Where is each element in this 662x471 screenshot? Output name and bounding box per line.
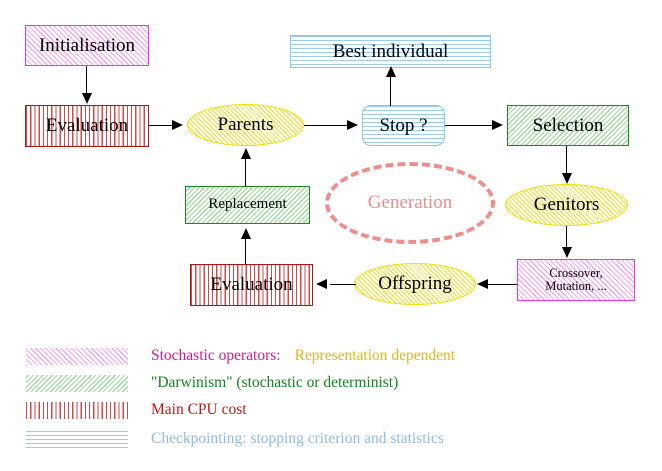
edge-evaluation-to-parents xyxy=(149,125,177,127)
legend-label-checkpointing: Checkpointing: stopping criterion and st… xyxy=(151,430,444,447)
legend-label-darwinism: "Darwinism" (stochastic or determinist) xyxy=(151,374,399,391)
legend-swatch-red-vertical xyxy=(26,401,128,419)
node-stop-label: Stop ? xyxy=(379,114,428,136)
legend-swatch-green-hatch xyxy=(26,374,128,392)
edge-parents-to-stop xyxy=(304,125,352,127)
edge-initialisation-to-evaluation-arrowhead xyxy=(82,93,92,104)
edge-stop-to-selection xyxy=(445,125,497,127)
node-crossover-mutation[interactable]: Crossover, Mutation, ... xyxy=(517,259,635,301)
edge-replacement-to-parents xyxy=(245,158,247,187)
legend-swatch-blue-horizontal xyxy=(26,430,128,448)
node-genitors-label: Genitors xyxy=(533,194,600,216)
node-genitors[interactable]: Genitors xyxy=(505,184,628,226)
legend-row-cpu-cost: Main CPU cost xyxy=(26,399,247,421)
node-offspring-label: Offspring xyxy=(378,273,452,295)
edge-evaluation-to-replacement xyxy=(245,237,247,265)
edge-crossover-to-offspring xyxy=(487,284,517,286)
edge-parents-to-stop-arrowhead xyxy=(347,120,358,130)
node-evaluation-bottom[interactable]: Evaluation xyxy=(190,264,313,306)
legend-label-representation-dependent: Representation dependent xyxy=(294,347,456,364)
node-crossover-mutation-label-line1: Crossover, xyxy=(549,265,603,280)
edge-stop-to-best xyxy=(390,73,392,106)
edge-stop-to-selection-arrowhead xyxy=(492,120,503,130)
node-best-individual[interactable]: Best individual xyxy=(290,35,491,68)
edge-stop-to-best-arrowhead xyxy=(386,66,396,77)
legend-row-checkpointing: Checkpointing: stopping criterion and st… xyxy=(26,428,444,450)
edge-genitors-to-crossover-arrowhead xyxy=(562,247,572,258)
node-stop[interactable]: Stop ? xyxy=(362,105,445,146)
edge-initialisation-to-evaluation xyxy=(86,66,88,96)
edge-selection-to-genitors xyxy=(566,146,568,176)
node-selection[interactable]: Selection xyxy=(507,105,629,146)
edge-offspring-to-evaluation xyxy=(330,284,356,286)
node-best-individual-label: Best individual xyxy=(332,40,449,62)
node-evaluation-bottom-label: Evaluation xyxy=(210,274,293,296)
node-parents[interactable]: Parents xyxy=(187,104,304,146)
edge-crossover-to-offspring-arrowhead xyxy=(477,279,488,289)
node-crossover-mutation-label-line2: Mutation, ... xyxy=(545,279,607,293)
node-parents-label: Parents xyxy=(217,114,274,136)
node-replacement[interactable]: Replacement xyxy=(185,186,310,224)
legend-label-main-cpu-cost: Main CPU cost xyxy=(151,401,247,418)
node-initialisation[interactable]: Initialisation xyxy=(25,25,149,66)
legend-label-stochastic-operators: Stochastic operators: xyxy=(151,347,281,364)
node-selection-label: Selection xyxy=(532,114,604,136)
legend-swatch-magenta-hatch xyxy=(26,347,128,365)
edge-selection-to-genitors-arrowhead xyxy=(562,173,572,184)
edge-evaluation-to-parents-arrowhead xyxy=(172,120,183,130)
node-replacement-label: Replacement xyxy=(208,196,287,213)
node-generation-label: Generation xyxy=(367,192,453,214)
node-evaluation-top-label: Evaluation xyxy=(45,115,129,137)
edge-replacement-to-parents-arrowhead xyxy=(241,148,251,159)
node-generation: Generation xyxy=(325,162,495,244)
node-initialisation-label: Initialisation xyxy=(38,34,136,56)
node-offspring[interactable]: Offspring xyxy=(354,263,476,305)
edge-offspring-to-evaluation-arrowhead xyxy=(316,279,327,289)
node-evaluation-top[interactable]: Evaluation xyxy=(25,105,149,147)
edge-evaluation-to-replacement-arrowhead xyxy=(241,228,251,239)
edge-genitors-to-crossover xyxy=(566,226,568,249)
legend-row-stochastic: Stochastic operators: Representation dep… xyxy=(26,345,455,367)
legend-row-darwinism: "Darwinism" (stochastic or determinist) xyxy=(26,372,398,394)
